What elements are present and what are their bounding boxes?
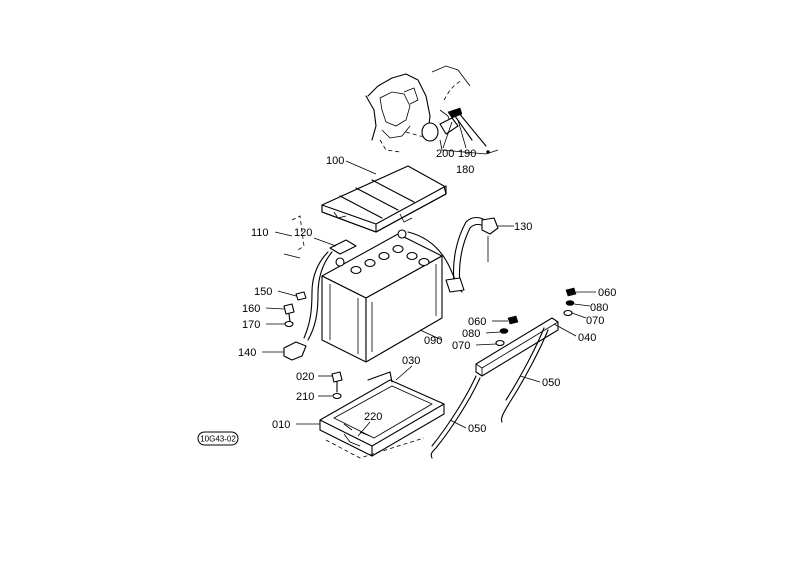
- terminal-cover: [283, 341, 307, 361]
- cell-caps: [350, 244, 430, 275]
- part-label-190: 190: [458, 148, 476, 160]
- part-label-210: 210: [296, 391, 314, 403]
- part-label-020: 020: [296, 371, 314, 383]
- part-label-100: 100: [326, 155, 344, 167]
- part-label-090: 090: [424, 335, 442, 347]
- hardware-right: [563, 287, 577, 317]
- part-label-150: 150: [254, 286, 272, 298]
- part-label-160: 160: [242, 303, 260, 315]
- part-label-060b: 060: [468, 316, 486, 328]
- part-label-170: 170: [242, 319, 260, 331]
- tray-bolt: [331, 371, 343, 400]
- part-label-070a: 070: [586, 315, 604, 327]
- part-label-060a: 060: [598, 287, 616, 299]
- terminal-hardware: [283, 291, 307, 328]
- battery-switch: [421, 107, 499, 155]
- part-label-030: 030: [402, 355, 420, 367]
- part-label-080a: 080: [590, 302, 608, 314]
- part-label-010: 010: [272, 419, 290, 431]
- reference-stamp: 10G43-02: [197, 431, 239, 446]
- reference-code: 10G43-02: [200, 435, 236, 444]
- part-label-130: 130: [514, 221, 532, 233]
- part-label-220: 220: [364, 411, 382, 423]
- positive-cable: [407, 216, 499, 293]
- part-label-070b: 070: [452, 340, 470, 352]
- part-label-050a: 050: [542, 377, 560, 389]
- part-label-040: 040: [578, 332, 596, 344]
- part-label-080b: 080: [462, 328, 480, 340]
- part-label-200: 200: [436, 148, 454, 160]
- hardware-middle: [495, 315, 519, 347]
- battery: [321, 229, 443, 363]
- hold-down-bar: [430, 317, 559, 459]
- battery-tray: [319, 371, 445, 459]
- battery-cover: [321, 165, 447, 233]
- part-label-140: 140: [238, 347, 256, 359]
- part-label-050b: 050: [468, 423, 486, 435]
- negative-cable: [291, 215, 333, 341]
- frame-fragment: [365, 65, 471, 153]
- part-label-180: 180: [456, 164, 474, 176]
- part-label-120: 120: [294, 227, 312, 239]
- part-label-110: 110: [251, 227, 269, 239]
